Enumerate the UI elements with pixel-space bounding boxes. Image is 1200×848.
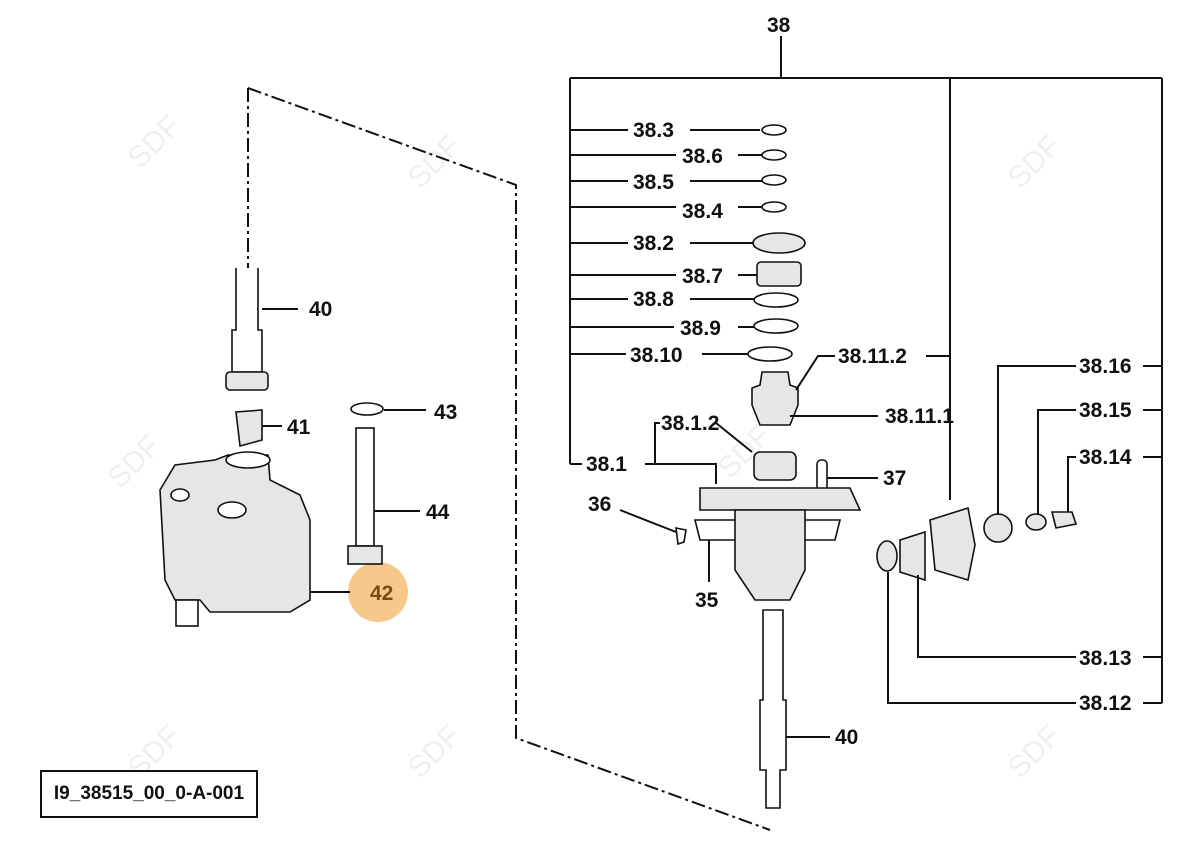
callout-38-3[interactable]: 38.3 [633, 119, 674, 142]
seal-38-2 [752, 232, 806, 254]
callout-38-15[interactable]: 38.15 [1079, 399, 1132, 422]
circlip-38-3 [761, 124, 787, 136]
callout-38-5[interactable]: 38.5 [633, 171, 674, 194]
watermark: SDF [402, 129, 468, 195]
washer-38-15 [1025, 513, 1047, 531]
shaft-collar [225, 371, 269, 391]
ring-38-6 [761, 149, 787, 161]
callout-38-11-1[interactable]: 38.11.1 [885, 405, 954, 428]
callout-38-14[interactable]: 38.14 [1079, 446, 1132, 469]
diagram-id-label: I9_38515_00_0-A-001 [40, 770, 258, 818]
callout-38-1[interactable]: 38.1 [586, 453, 627, 476]
callout-42[interactable]: 42 [370, 582, 393, 605]
ring-38-4 [761, 201, 787, 213]
shim-38-10 [747, 346, 793, 362]
highlight-circle [348, 562, 408, 622]
bolt-44 [355, 427, 375, 547]
center-parts [675, 124, 862, 809]
pump-body-42 [159, 454, 311, 613]
callout-38-10[interactable]: 38.10 [630, 344, 683, 367]
callout-38-8[interactable]: 38.8 [633, 288, 674, 311]
callout-35[interactable]: 35 [695, 589, 719, 612]
pump-foot [175, 599, 199, 627]
shaft-40-left [231, 268, 263, 373]
callout-43[interactable]: 43 [434, 401, 457, 424]
watermark: SDF [402, 719, 468, 785]
right-parts [876, 506, 1078, 582]
shim-38-8 [753, 292, 799, 308]
pump-bolt-hole [217, 501, 247, 519]
cup-38-12 [876, 540, 898, 572]
bolt-head [347, 545, 383, 565]
callout-38-2[interactable]: 38.2 [633, 232, 674, 255]
callout-38-13[interactable]: 38.13 [1079, 647, 1132, 670]
sleeve-41 [235, 409, 263, 448]
pump-bolt-hole [170, 488, 190, 502]
callout-40-right[interactable]: 40 [835, 726, 858, 749]
callout-38-6[interactable]: 38.6 [682, 145, 723, 168]
callout-40-left[interactable]: 40 [309, 298, 332, 321]
callout-41[interactable]: 41 [287, 416, 311, 439]
ring-38-5 [761, 174, 787, 186]
bearing-38-7 [756, 261, 802, 287]
callout-36[interactable]: 36 [588, 493, 611, 516]
callouts: 38 38.3 38.6 38.5 38.4 38.2 38.7 38.8 38… [287, 14, 1132, 749]
callout-38-9[interactable]: 38.9 [680, 317, 721, 340]
callout-38-1-2[interactable]: 38.1.2 [661, 412, 719, 435]
callout-38-4[interactable]: 38.4 [682, 200, 723, 223]
bushing-38-1-2 [753, 451, 797, 481]
pump-port [225, 451, 271, 469]
watermarks: SDF SDF SDF SDF SDF SDF SDF SDF [102, 109, 1068, 785]
left-parts [159, 268, 384, 627]
callout-44[interactable]: 44 [426, 501, 450, 524]
watermark: SDF [102, 429, 168, 495]
washer-43 [350, 402, 384, 416]
housing-38-1 [699, 487, 862, 511]
callout-38-16[interactable]: 38.16 [1079, 355, 1132, 378]
callout-38-12[interactable]: 38.12 [1079, 692, 1132, 715]
callout-37[interactable]: 37 [883, 467, 906, 490]
bevel-gear-38 [929, 506, 976, 582]
bearing-38-16 [983, 513, 1013, 543]
bolt-38-14 [1050, 511, 1078, 529]
housing-cone [734, 509, 806, 601]
callout-38-11-2[interactable]: 38.11.2 [838, 345, 907, 368]
shaft-40-right [759, 609, 787, 809]
shim-38-9 [753, 318, 799, 334]
watermark: SDF [1002, 719, 1068, 785]
watermark: SDF [1002, 129, 1068, 195]
screw-36 [675, 526, 687, 546]
callout-38-7[interactable]: 38.7 [682, 265, 723, 288]
assembly-boundary [247, 87, 771, 831]
bearing-38-13 [899, 530, 926, 582]
watermark: SDF [122, 109, 188, 175]
pinion-38-11 [751, 371, 799, 426]
callout-38[interactable]: 38 [767, 14, 791, 37]
leader-lines [262, 36, 1163, 738]
